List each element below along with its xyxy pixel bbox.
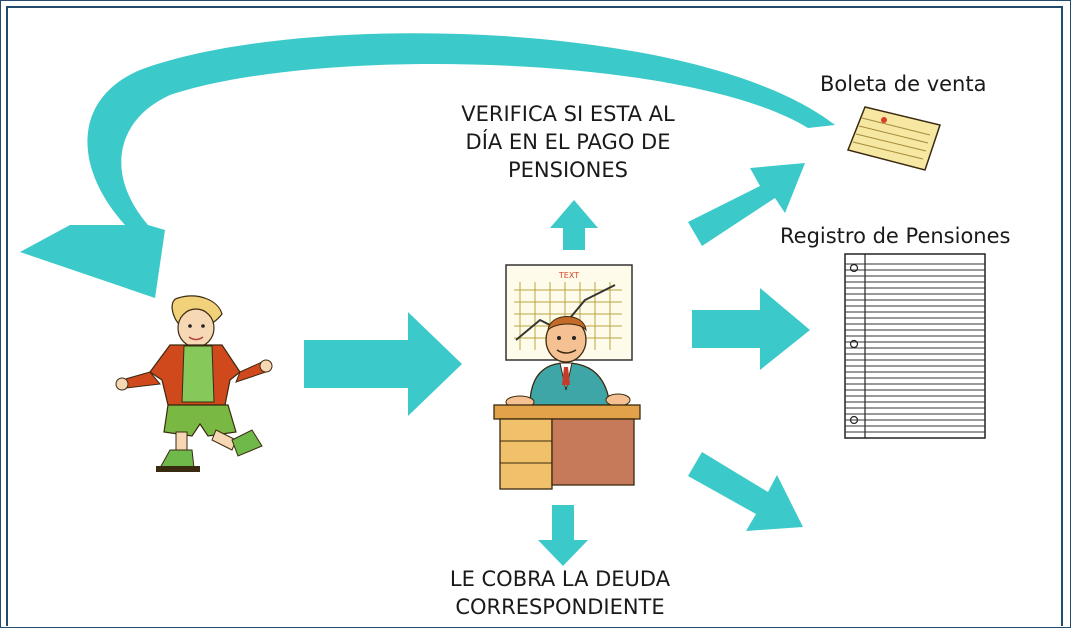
verifica-line-2: DÍA EN EL PAGO DE — [465, 130, 671, 154]
arrow-to-registro — [692, 288, 810, 370]
cobra-line-1: LE COBRA LA DEUDA — [449, 567, 671, 591]
curved-arrow-shape — [20, 33, 835, 298]
arrow-to-bottom-right — [688, 452, 803, 531]
ledger-icon — [844, 253, 986, 439]
return-curved-arrow — [20, 33, 835, 298]
student-icon — [115, 295, 273, 472]
verifica-line-1: VERIFICA SI ESTA AL — [461, 102, 675, 126]
verifica-label: VERIFICA SI ESTA AL DÍA EN EL PAGO DE PE… — [418, 100, 718, 184]
receipt-icon — [846, 106, 941, 171]
arrow-down-cobra — [538, 505, 588, 566]
registro-label: Registro de Pensiones — [780, 224, 1011, 248]
arrow-to-boleta — [688, 163, 805, 246]
verifica-line-3: PENSIONES — [507, 158, 628, 182]
cobra-label: LE COBRA LA DEUDA CORRESPONDIENTE — [400, 565, 720, 621]
diagram-frame-inner — [6, 6, 1063, 626]
clerk-at-desk-icon: TEXT — [493, 264, 641, 490]
arrow-up-verifica — [550, 200, 598, 250]
cobra-line-2: CORRESPONDIENTE — [455, 595, 665, 619]
arrow-to-clerk — [304, 312, 462, 416]
boleta-label: Boleta de venta — [820, 72, 987, 96]
chart-sign-text: TEXT — [558, 271, 579, 280]
